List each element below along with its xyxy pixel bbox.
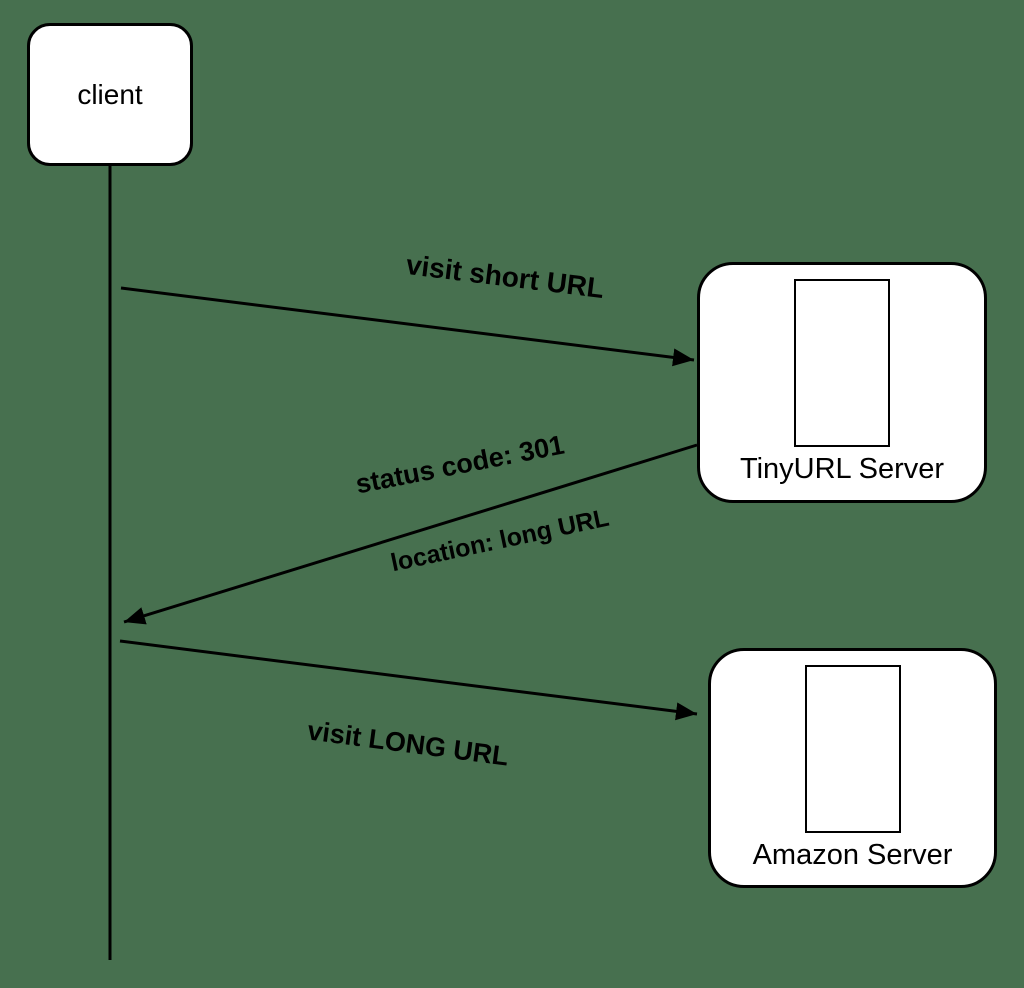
- server-tower-icon: [794, 279, 890, 447]
- amazon-server-label: Amazon Server: [752, 839, 953, 871]
- amazon-server-node: Amazon Server: [708, 648, 997, 888]
- server-tower-icon: [804, 665, 901, 833]
- tinyurl-server-label: TinyURL Server: [739, 453, 945, 485]
- arrow-visit-short-url: [120, 286, 695, 367]
- client-node: client: [27, 23, 193, 166]
- arrow-redirect-response: [123, 443, 698, 625]
- tinyurl-server-node: TinyURL Server: [697, 262, 987, 503]
- arrow-visit-long-url: [119, 639, 698, 721]
- client-node-label: client: [77, 78, 143, 110]
